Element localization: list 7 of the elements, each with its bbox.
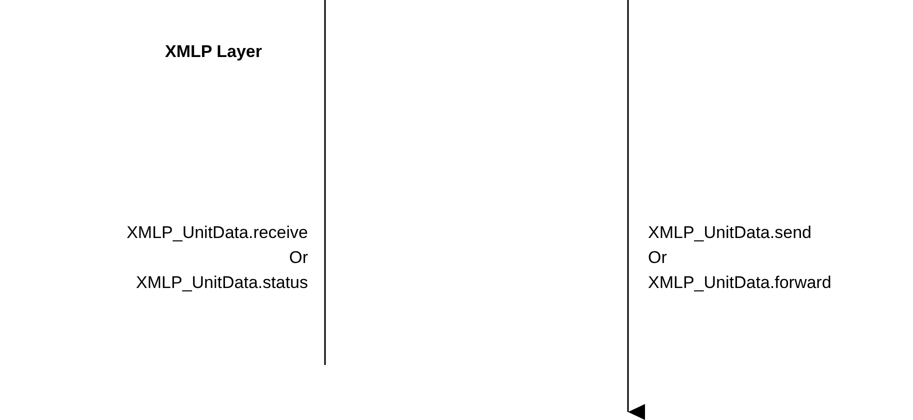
layer-heading: XMLP Layer xyxy=(164,42,262,62)
or-text: Or xyxy=(648,248,667,268)
primitive-name: XMLP_UnitData.forward xyxy=(648,273,832,293)
or-text: Or xyxy=(289,248,308,268)
primitive-name: XMLP_UnitData.send xyxy=(648,223,812,243)
primitive-name: XMLP_UnitData.status xyxy=(136,273,308,293)
primitive-name: XMLP_UnitData.receive xyxy=(126,223,308,243)
